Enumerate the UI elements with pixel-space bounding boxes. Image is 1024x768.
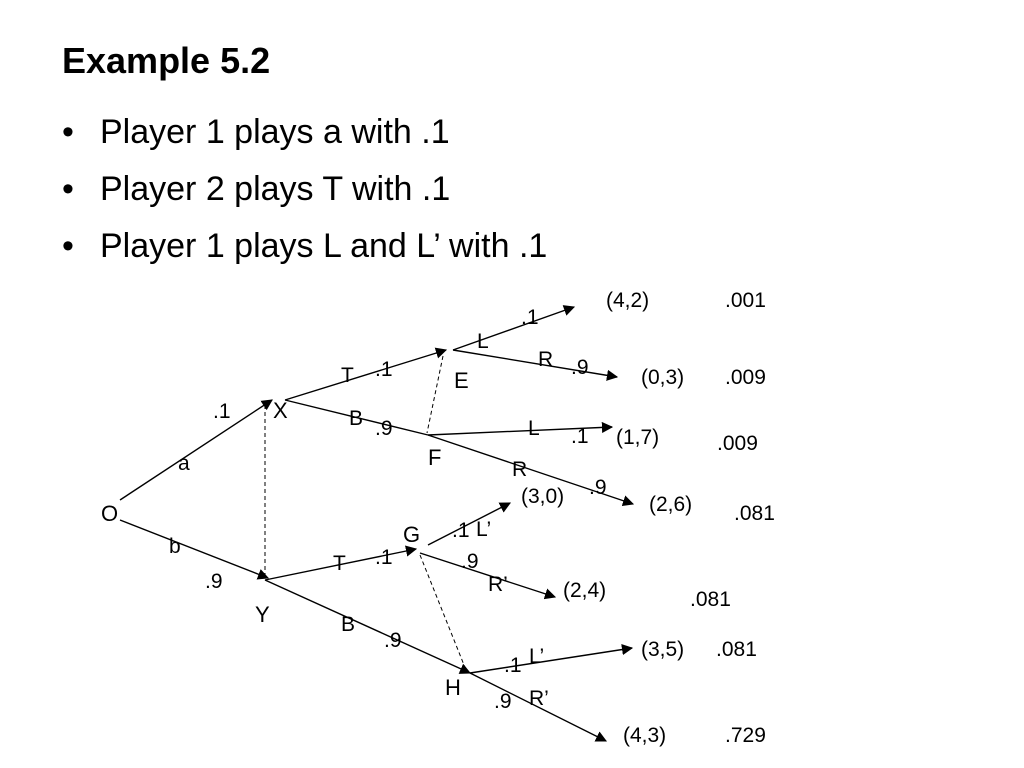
outcome-payoff: (2,6) [649, 493, 692, 516]
node-e-label: E [454, 368, 469, 393]
node-o-label: O [101, 501, 118, 526]
branch-y-b-label: B [341, 613, 355, 636]
bullet-item: • Player 2 plays T with .1 [62, 161, 547, 218]
outcome-payoff: (3,0) [521, 485, 564, 508]
branch-x-t-prob: .1 [375, 358, 393, 381]
node-g-label: G [403, 522, 420, 547]
outcome-payoff: (2,4) [563, 579, 606, 602]
bullet-dot: • [62, 113, 74, 151]
branch-f-r-label: R [512, 458, 527, 481]
node-f-label: F [428, 445, 441, 470]
branch-y-b-prob: .9 [384, 629, 402, 652]
edge-h-r [469, 672, 608, 742]
bullet-dot: • [62, 170, 74, 208]
edge-e-l [452, 305, 576, 351]
outcome-payoff: (3,5) [641, 638, 684, 661]
bullet-text: Player 1 plays a with .1 [100, 113, 450, 151]
bullet-text: Player 2 plays T with .1 [100, 170, 451, 208]
branch-b-label: b [169, 535, 181, 558]
edge-o-y [119, 519, 270, 580]
branch-a-label: a [178, 452, 190, 475]
branch-e-r-prob: .9 [571, 356, 589, 379]
bullet-text: Player 1 plays L and L’ with .1 [100, 227, 548, 265]
edge-g-r [419, 552, 557, 600]
branch-f-r-prob: .9 [589, 476, 607, 499]
info-set-e-f [426, 355, 444, 434]
node-x-label: X [273, 398, 288, 423]
edge-f-r [427, 434, 635, 507]
branch-e-l-label: L [477, 330, 489, 353]
outcome-payoff: (1,7) [616, 426, 659, 449]
outcome-prob: .009 [725, 366, 766, 389]
edge-g-l [427, 502, 511, 546]
bullet-list: • Player 1 plays a with .1 • Player 2 play… [62, 104, 547, 275]
branch-h-l-label: L’ [529, 645, 544, 668]
branch-x-t-label: T [341, 364, 354, 387]
branch-y-t-prob: .1 [375, 546, 393, 569]
edge-x-e [284, 347, 448, 401]
branch-b-prob: .9 [205, 570, 223, 593]
edge-y-h [264, 579, 472, 674]
branch-g-r-prob: .9 [461, 550, 479, 573]
branch-h-r-label: R’ [529, 687, 549, 710]
node-y-label: Y [255, 602, 270, 627]
outcome-payoff: (4,2) [606, 289, 649, 312]
bullet-dot: • [62, 227, 74, 265]
branch-x-b-label: B [349, 407, 363, 430]
outcome-payoff: (4,3) [623, 724, 666, 747]
edge-x-f [284, 399, 429, 436]
edge-h-l [469, 644, 634, 674]
branch-x-b-prob: .9 [375, 417, 393, 440]
outcome-prob: .009 [717, 432, 758, 455]
branch-g-l-prob: .1 [452, 519, 470, 542]
branch-f-l-label: L [528, 417, 540, 440]
edge-e-r [452, 349, 619, 381]
outcome-prob: .001 [725, 289, 766, 312]
branch-h-l-prob: .1 [504, 654, 522, 677]
edge-y-g [264, 545, 418, 581]
branch-e-l-prob: .1 [521, 306, 539, 329]
branch-g-l-label: L’ [476, 518, 491, 541]
node-h-label: H [445, 675, 461, 700]
outcome-prob: .081 [734, 502, 775, 525]
slide-title: Example 5.2 [62, 40, 271, 81]
outcome-prob: .081 [716, 638, 757, 661]
edge-f-l [427, 421, 614, 436]
branch-g-r-label: R’ [488, 573, 508, 596]
bullet-item: • Player 1 plays a with .1 [62, 104, 547, 161]
edge-o-x [119, 399, 273, 501]
bullet-item: • Player 1 plays L and L’ with .1 [62, 218, 547, 275]
outcome-prob: .729 [725, 724, 766, 747]
branch-f-l-prob: .1 [571, 425, 589, 448]
outcome-payoff: (0,3) [641, 366, 684, 389]
branch-e-r-label: R [538, 348, 553, 371]
outcome-prob: .081 [690, 588, 731, 611]
branch-y-t-label: T [333, 552, 346, 575]
branch-h-r-prob: .9 [494, 690, 512, 713]
branch-a-prob: .1 [213, 400, 231, 423]
